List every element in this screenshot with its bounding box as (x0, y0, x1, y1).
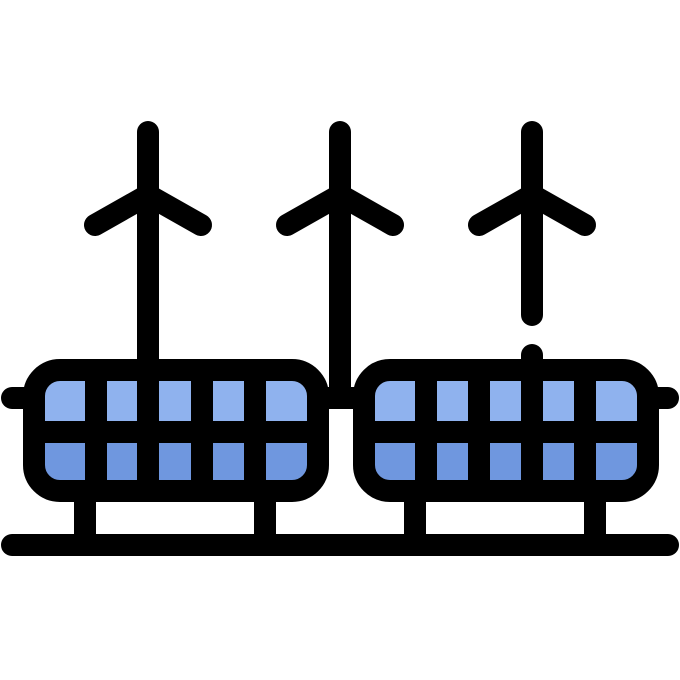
turbine-blade-right (521, 184, 596, 236)
wind-turbine-icon (84, 121, 212, 381)
turbine-blade-right (329, 184, 404, 236)
turbine-blade-right (137, 184, 212, 236)
panel-cells-top (45, 381, 307, 427)
panel-frame (23, 359, 329, 502)
panel-cells-top (375, 381, 637, 427)
solar-panel-icon (353, 359, 659, 556)
solar-panel-icon (23, 359, 329, 556)
panel-frame (353, 359, 659, 502)
wind-turbine-icon (468, 121, 596, 383)
wind-turbine-icon (276, 121, 404, 401)
